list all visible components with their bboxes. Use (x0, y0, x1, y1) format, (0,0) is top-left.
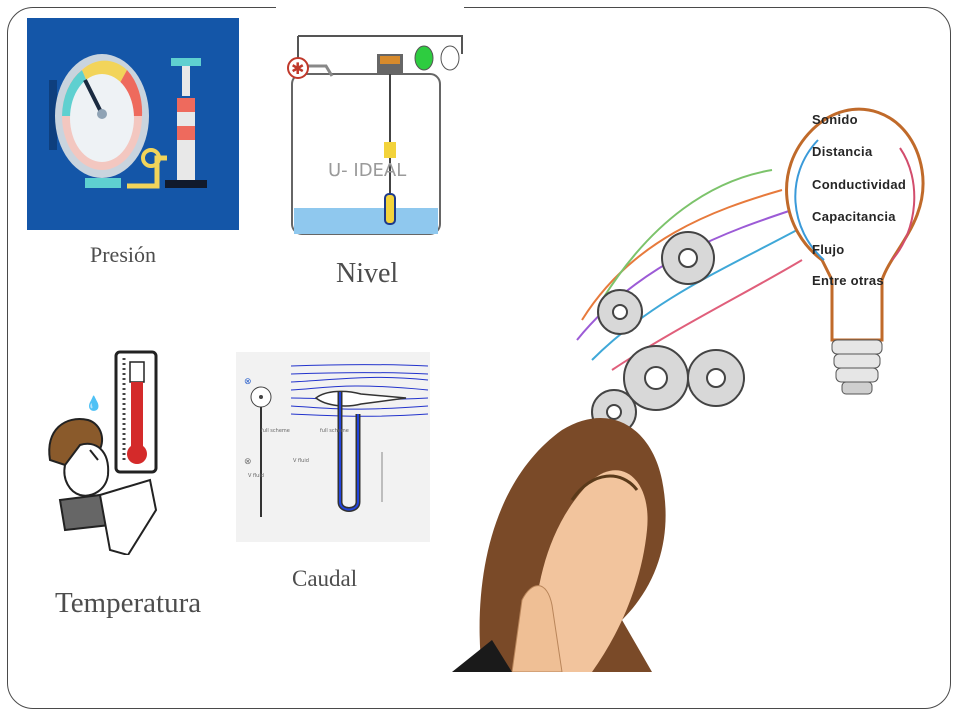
temperature-label: Temperatura (55, 587, 202, 619)
flow-text-3: full scheme (320, 428, 349, 434)
bulb-list-item-capacitance: Capacitancia (812, 209, 896, 224)
temperature-image: 💧 (40, 350, 170, 557)
bulb-list-item-conductivity: Conductividad (812, 177, 907, 192)
bulb-list-item-distance: Distancia (812, 144, 873, 159)
bulb-list-item-flow: Flujo (812, 242, 845, 257)
level-label: Nivel (336, 258, 399, 289)
svg-text:⊗: ⊗ (244, 376, 252, 386)
level-tank-icon: ✱ U- IDEAL (287, 35, 463, 235)
flow-label: Caudal (292, 566, 358, 591)
flow-image: ⊗ ⊗ full scheme V fluid full scheme V fl… (236, 352, 430, 542)
level-brand-text: U- IDEAL (328, 160, 406, 181)
pressure-label: Presión (90, 242, 156, 267)
lightbulb-gears-icon (452, 107, 925, 673)
bulb-list-item-others: Entre otras (812, 273, 884, 288)
flow-text-1: full scheme (261, 428, 290, 434)
svg-text:💧: 💧 (85, 395, 102, 412)
pressure-image (27, 18, 239, 230)
thermometer-person-icon: 💧 (48, 350, 158, 557)
pitot-tube-diagram-icon: ⊗ ⊗ full scheme V fluid full scheme V fl… (236, 352, 430, 542)
pressure-gauge-icon (27, 18, 239, 230)
svg-text:⊗: ⊗ (244, 456, 252, 466)
level-image: ✱ U- IDEAL (284, 26, 464, 236)
thinking-illustration (452, 60, 944, 673)
svg-text:✱: ✱ (291, 59, 304, 78)
frame-gap (276, 0, 464, 14)
flow-text-2: V fluid (248, 473, 264, 479)
bulb-list-item-sound: Sonido (812, 112, 858, 127)
flow-text-4: V fluid (293, 458, 309, 464)
